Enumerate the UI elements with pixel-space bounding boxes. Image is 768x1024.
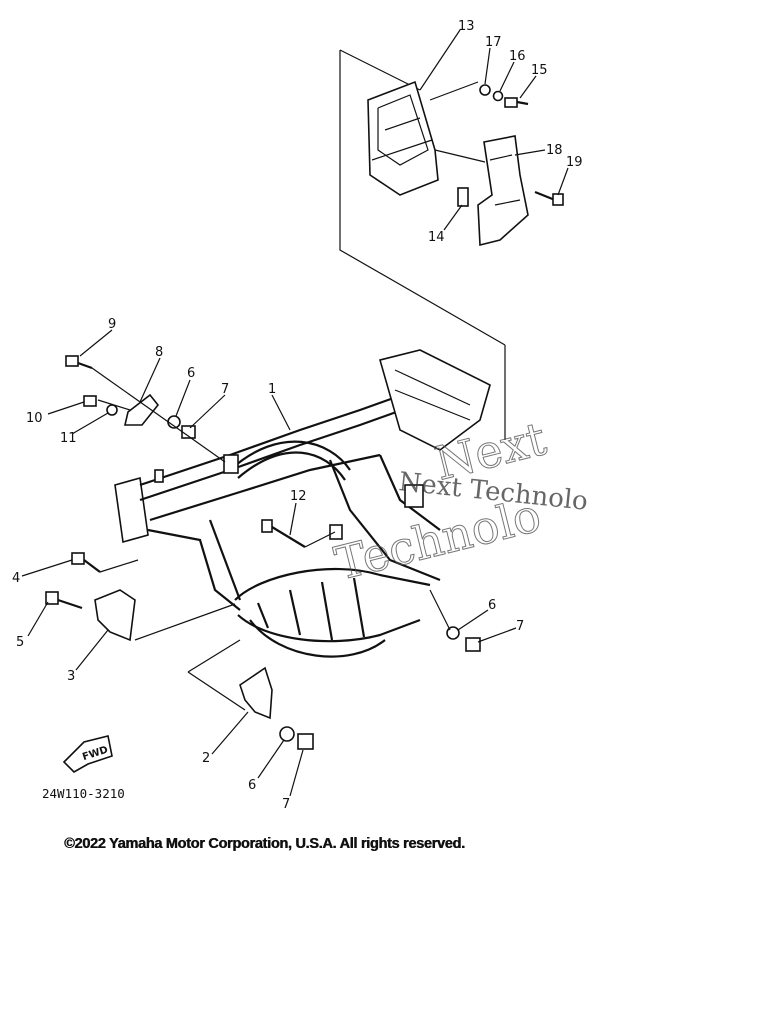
- washer-16-part: [492, 90, 504, 102]
- callout-11: 11: [60, 431, 77, 446]
- bolt-4-part: [71, 552, 101, 573]
- watermark: Next Technolo Next Technolo: [329, 411, 589, 592]
- callout-14: 14: [428, 230, 445, 245]
- bolt-15-part: [504, 97, 529, 108]
- callout-5: 5: [16, 635, 24, 650]
- callout-6-right: 6: [488, 598, 496, 613]
- callout-16: 16: [509, 49, 526, 64]
- callout-18: 18: [546, 143, 563, 158]
- callout-2: 2: [202, 751, 210, 766]
- nut-7b-part: [297, 733, 314, 750]
- callout-7-upper: 7: [221, 382, 229, 397]
- callout-15: 15: [531, 63, 548, 78]
- washer-11-part: [106, 404, 118, 416]
- fwd-arrow-icon: FWD: [62, 735, 113, 773]
- callout-4: 4: [12, 571, 20, 586]
- bracket-3-part: [94, 589, 136, 642]
- callout-1: 1: [268, 382, 276, 397]
- washer-17-part: [479, 84, 491, 96]
- callout-3: 3: [67, 669, 75, 684]
- callout-17: 17: [485, 35, 502, 50]
- plate-18-part: [477, 135, 529, 247]
- copyright-notice: ©2022 Yamaha Motor Corporation, U.S.A. A…: [64, 836, 465, 852]
- callout-7-right: 7: [516, 619, 524, 634]
- callout-13: 13: [458, 19, 475, 34]
- bolt-9-part: [65, 355, 93, 370]
- callout-6-upper: 6: [187, 366, 195, 381]
- nut-7c-part: [465, 637, 481, 652]
- callout-leaders: [21, 29, 569, 797]
- callout-10: 10: [26, 411, 43, 426]
- nut-10-part: [83, 395, 97, 407]
- rubber-14-part: [457, 187, 469, 207]
- drawing-code: 24W110-3210: [42, 786, 125, 801]
- bracket-8-part: [123, 393, 160, 426]
- callout-12: 12: [290, 489, 307, 504]
- callout-19: 19: [566, 155, 583, 170]
- callout-8: 8: [155, 345, 163, 360]
- battery-bracket-part: [367, 80, 439, 196]
- main-frame-part: [114, 349, 491, 658]
- callout-numbers: 13 17 16 15 18 19 14 9 8 6 7 10 11 1 12 …: [12, 19, 583, 812]
- bolt-5-part: [45, 591, 83, 610]
- assembly-leader-lines: [91, 367, 451, 711]
- bracket-2-part: [239, 666, 273, 720]
- callout-9: 9: [108, 317, 116, 332]
- watermark-line3: Technolo: [330, 488, 546, 591]
- battery-box-assembly: [339, 49, 564, 440]
- callout-6-lower: 6: [248, 778, 256, 793]
- bolt-12-part: [261, 519, 306, 548]
- callout-7-lower: 7: [282, 797, 290, 812]
- washer-6b-part: [279, 726, 295, 742]
